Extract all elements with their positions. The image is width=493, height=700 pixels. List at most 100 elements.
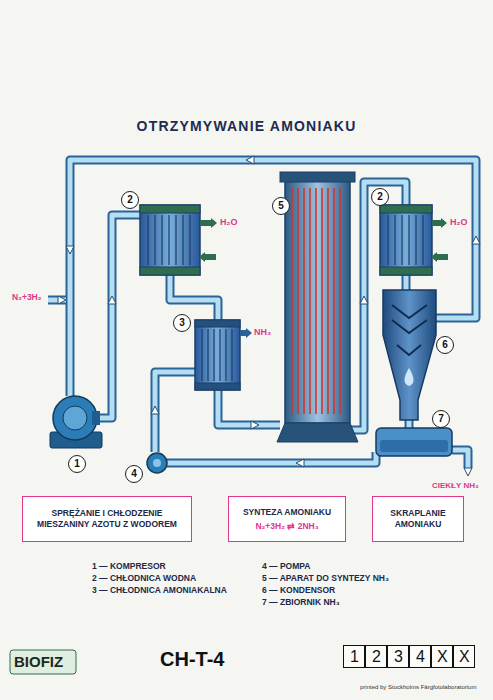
pump: [147, 453, 167, 473]
tube-stroke: [147, 215, 148, 265]
key-entry: 2 — CHŁODNICA WODNA: [92, 574, 196, 584]
box-text: X: [459, 648, 470, 666]
key-entry: 1 — KOMPRESOR: [92, 562, 166, 572]
tube-stroke: [225, 329, 226, 381]
callout-number: 7: [438, 414, 444, 424]
compressor: [92, 411, 100, 425]
stage-box: SYNTEZA AMONIAKUN₂+3H₂ ⇄ 2NH₃: [228, 496, 346, 542]
water-cooler: [140, 205, 217, 275]
number-box: 1: [343, 645, 365, 668]
tube-stroke: [339, 188, 341, 414]
ammonia-cooler: [195, 320, 240, 327]
tube-stroke: [321, 188, 323, 414]
synthesis-column: [292, 188, 340, 414]
tube-stroke: [291, 188, 293, 414]
flow-arrow: [151, 406, 159, 414]
callout-number: 4: [131, 469, 137, 479]
pump: [147, 453, 167, 473]
box-text: 2: [372, 648, 381, 666]
number-box: 2: [365, 645, 387, 668]
tube-stroke: [182, 215, 183, 265]
flow-arrow: [66, 246, 74, 254]
synthesis-column: [277, 423, 358, 442]
water-cooler: [388, 215, 423, 265]
tube-stroke: [297, 188, 299, 414]
compressor: [53, 396, 97, 440]
water-cooler: [380, 205, 448, 275]
number-box: 4: [409, 645, 431, 668]
callout-number: 5: [278, 201, 284, 211]
tube-stroke: [315, 188, 317, 414]
number-box: X: [453, 645, 475, 668]
number-box: 3: [387, 645, 409, 668]
tube-stroke: [394, 215, 395, 265]
tube-stroke: [408, 215, 409, 265]
tube-stroke: [309, 188, 311, 414]
ammonia-cooler: [195, 320, 240, 390]
ammonia-cooler: [195, 320, 252, 390]
inlet-label: N₂+3H₂: [12, 293, 42, 303]
product-label: CIEKŁY NH₃: [432, 481, 479, 490]
flow-arrow: [251, 421, 259, 429]
tube-stroke: [201, 329, 202, 381]
callout-number: 1: [74, 459, 80, 469]
water-cooler: [380, 205, 432, 275]
condenser: [383, 290, 436, 420]
synthesis-column: [277, 172, 358, 442]
callout-circle: 5: [272, 197, 290, 215]
key-entry: 6 — KONDENSOR: [262, 586, 335, 596]
logo-text: BIOFIZ: [14, 653, 63, 670]
box-text: X: [437, 648, 448, 666]
tube-stroke: [333, 188, 335, 414]
stage-box: SPRĘŻANIE I CHŁODZENIE MIESZANINY AZOTU …: [22, 496, 192, 542]
sheet-code: CH-T-4: [160, 648, 224, 671]
tube-stroke: [387, 215, 388, 265]
condenser: [383, 290, 436, 420]
water-cooler: [441, 218, 447, 228]
flow-arrow: [246, 156, 254, 164]
flow-arrow: [464, 468, 472, 476]
water-cooler: [140, 205, 200, 275]
box-text: SPRĘŻANIE I CHŁODZENIE MIESZANINY AZOTU …: [27, 508, 187, 530]
ammonia-tank: [376, 428, 452, 456]
key-entry: 3 — CHŁODNICA AMONIAKALNA: [92, 586, 227, 596]
flow-arrow: [296, 459, 304, 467]
callout-circle: 1: [68, 455, 86, 473]
outlet-label: H₂O: [220, 217, 238, 227]
water-cooler: [380, 267, 432, 275]
callout-number: 3: [179, 318, 185, 328]
tube-stroke: [161, 215, 162, 265]
outlet-label: NH₃: [254, 327, 271, 337]
flow-arrow: [58, 156, 480, 476]
water-cooler: [140, 205, 200, 213]
pipe-network: [48, 160, 476, 468]
callout-number: 2: [377, 192, 383, 202]
ammonia-cooler: [195, 383, 240, 390]
synthesis-column: [280, 172, 355, 182]
box-text: 3: [394, 648, 403, 666]
water-cooler: [431, 252, 437, 262]
water-cooler: [211, 218, 217, 228]
callout-number: 6: [442, 340, 448, 350]
outlet-label: H₂O: [450, 217, 468, 227]
tube-stroke: [207, 329, 208, 381]
box-text: SYNTEZA AMONIAKU: [233, 507, 341, 518]
tube-stroke: [327, 188, 329, 414]
water-cooler: [380, 205, 432, 213]
compressor: [63, 406, 87, 430]
condenser: [392, 305, 427, 355]
callout-circle: 6: [436, 336, 454, 354]
condenser: [405, 368, 414, 386]
stage-box: SKRAPLANIE AMONIAKU: [372, 496, 464, 542]
callout-circle: 3: [173, 314, 191, 332]
tube-stroke: [401, 215, 402, 265]
diagram-title: OTRZYMYWANIE AMONIAKU: [0, 118, 493, 134]
callout-circle: 4: [125, 465, 143, 483]
ammonia-cooler: [202, 329, 232, 381]
box-text: 4: [416, 648, 425, 666]
key-entry: 4 — POMPA: [262, 562, 311, 572]
ammonia-cooler: [246, 328, 252, 338]
callout-circle: 7: [432, 410, 450, 428]
callout-circle: 2: [121, 191, 139, 209]
